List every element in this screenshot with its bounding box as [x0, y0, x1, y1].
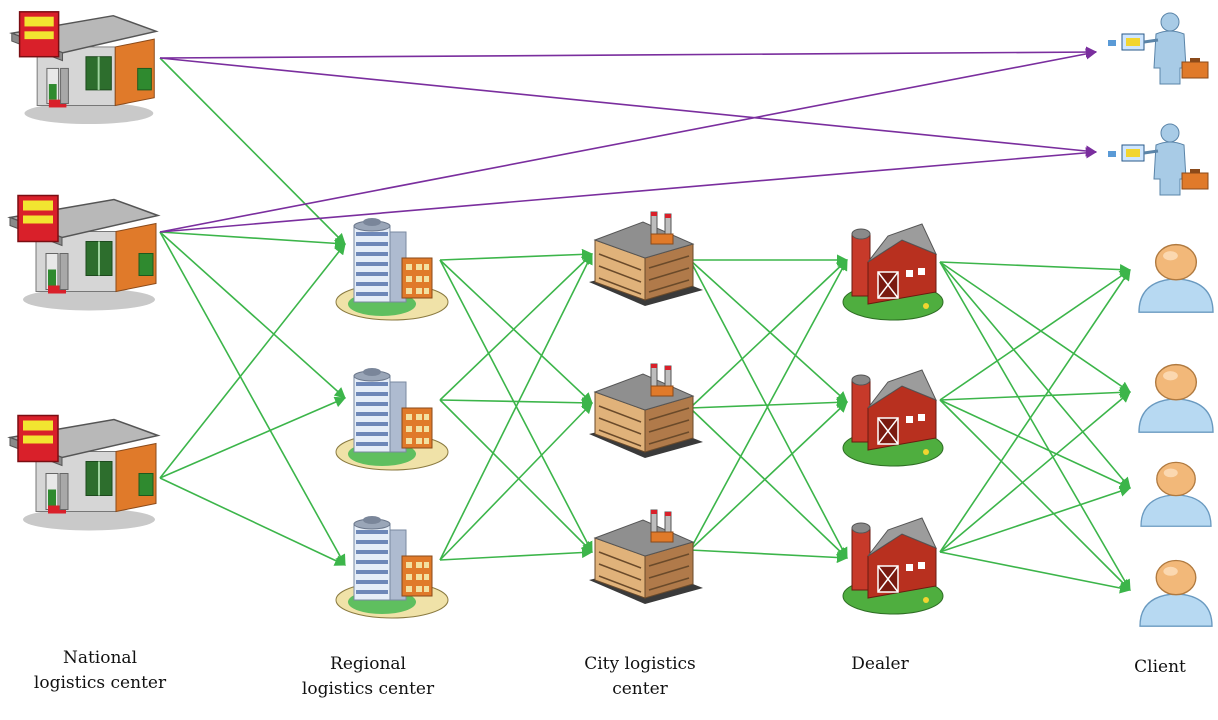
arrow-dealer-to-client [939, 261, 1131, 393]
national-logistics-center-icon [8, 414, 160, 532]
dealer-barn-icon [842, 517, 944, 615]
arrow-national-to-client [159, 147, 1098, 233]
arrow-city-to-dealer [689, 549, 849, 564]
client-person-icon [1138, 243, 1214, 313]
arrow-regional-to-city [439, 252, 593, 561]
city-logistics-center-icon [588, 211, 704, 307]
label-line: logistics center [301, 679, 435, 699]
arrow-dealer-to-client [939, 261, 1131, 591]
arrow-national-to-regional [159, 243, 346, 479]
arrow-regional-to-city [439, 399, 593, 553]
label-line: logistics center [33, 673, 167, 693]
arrow-dealer-to-client [939, 269, 1131, 401]
arrow-regional-to-city [439, 253, 593, 401]
label-line: Client [1134, 657, 1186, 677]
flow-arrows [159, 46, 1132, 594]
label-regional-logistics-center: Regional logistics center [288, 652, 448, 702]
arrow-national-to-regional [159, 231, 347, 249]
arrow-national-to-client [159, 57, 1098, 157]
client-person-icon [1140, 461, 1212, 527]
dealer-barn-icon [842, 223, 944, 321]
arrow-regional-to-city [439, 259, 593, 404]
regional-logistics-center-icon [335, 217, 449, 321]
regional-logistics-center-icon [335, 515, 449, 619]
arrow-city-to-dealer [689, 259, 848, 403]
arrow-dealer-to-client [939, 261, 1131, 489]
regional-logistics-center-icon [335, 367, 449, 471]
arrow-national-to-regional [159, 396, 347, 479]
arrow-city-to-dealer [689, 259, 848, 551]
arrow-city-to-dealer [689, 259, 848, 559]
label-line: Regional [330, 654, 406, 674]
label-line: center [612, 679, 668, 699]
arrow-dealer-to-client [939, 386, 1132, 401]
client-person-icon [1106, 122, 1210, 197]
client-person-icon [1138, 363, 1214, 433]
arrow-dealer-to-client [939, 269, 1131, 553]
arrow-dealer-to-client [939, 391, 1131, 553]
arrow-national-to-regional [159, 231, 346, 399]
arrow-national-to-regional [159, 231, 346, 566]
arrow-national-to-regional [159, 477, 347, 566]
label-city-logistics-center: City logistics center [560, 652, 720, 702]
arrow-regional-to-city [439, 248, 594, 261]
client-person-icon [1139, 559, 1213, 627]
arrow-city-to-dealer [689, 407, 848, 559]
arrow-city-to-dealer [689, 259, 848, 409]
arrow-city-to-dealer [689, 401, 848, 551]
label-client: Client [1110, 655, 1210, 680]
city-logistics-center-icon [588, 363, 704, 459]
arrow-dealer-to-client [939, 399, 1131, 591]
national-logistics-center-icon [8, 194, 160, 312]
label-dealer: Dealer [820, 652, 940, 677]
arrow-dealer-to-client [939, 261, 1132, 276]
dealer-barn-icon [842, 369, 944, 467]
label-national-logistics-center: National logistics center [20, 646, 180, 696]
arrow-regional-to-city [439, 546, 594, 561]
label-line: National [62, 648, 138, 668]
label-line: Dealer [851, 654, 909, 674]
client-person-icon [1106, 11, 1210, 86]
arrow-national-to-client [159, 46, 1098, 59]
arrow-dealer-to-client [939, 399, 1132, 489]
city-logistics-center-icon [588, 509, 704, 605]
national-logistics-center-icon [10, 10, 158, 126]
arrow-national-to-client [159, 48, 1098, 233]
label-line: City logistics [584, 654, 696, 674]
arrow-national-to-regional [159, 57, 346, 245]
arrow-regional-to-city [439, 397, 594, 409]
arrow-dealer-to-client [939, 485, 1132, 553]
arrow-dealer-to-client [939, 551, 1132, 594]
arrow-regional-to-city [439, 402, 593, 561]
